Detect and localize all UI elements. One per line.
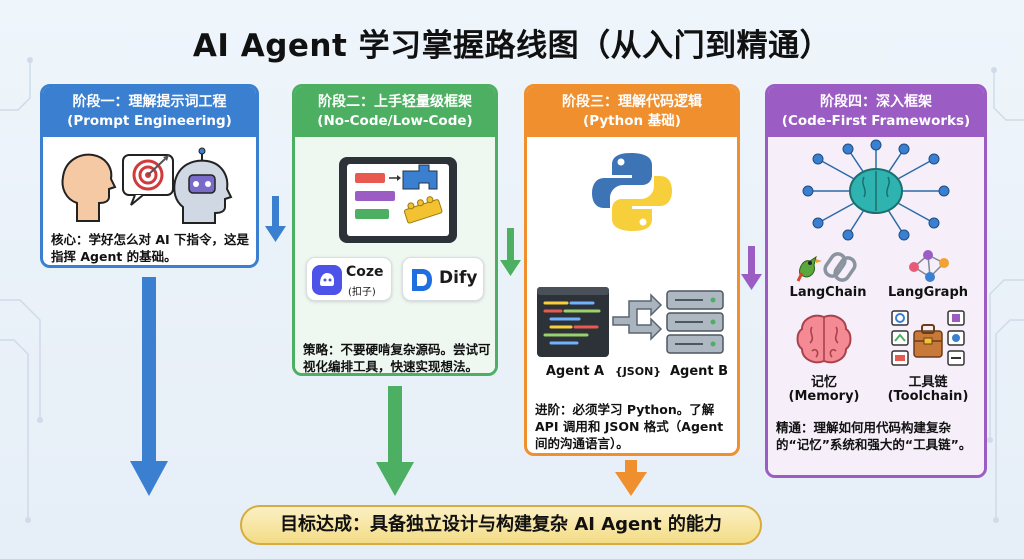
coze-logo-icon (312, 265, 342, 295)
python-logo-icon (592, 153, 672, 231)
stage-4-subheading: (Code-First Frameworks) (781, 113, 971, 129)
target-speech-bubble-icon (122, 154, 174, 206)
tablet-workflow-illustration (339, 157, 457, 243)
agent-communication-illustration (537, 287, 724, 357)
stage-4-header: 阶段四：深入框架 (Code-First Frameworks) (768, 87, 984, 137)
agent-a-label: Agent A (545, 364, 605, 379)
langchain-icon (796, 252, 857, 282)
dify-badge: Dify (402, 257, 484, 301)
agent-b-label: Agent B (669, 364, 729, 379)
memory-label: 记忆 (810, 375, 837, 390)
stage-3-card: 阶段三：理解代码逻辑 (Python 基础) (524, 84, 740, 456)
coze-badge: Coze (扣子) (306, 257, 392, 301)
stage-2-subheading: (No-Code/Low-Code) (317, 113, 473, 129)
stage-2-heading: 阶段二：上手轻量级框架 (318, 94, 472, 110)
page-title: AI Agent 学习掌握路线图（从入门到精通） (192, 28, 832, 64)
stage-1-heading: 阶段一：理解提示词工程 (72, 94, 227, 110)
memory-brain-icon (796, 314, 852, 364)
stage-2-note: 策略：不要硬啃复杂源码。尝试可视化编排工具，快速实现想法。 (303, 342, 491, 374)
stage-1-subheading: (Prompt Engineering) (67, 113, 232, 129)
json-label: {JSON} (614, 365, 662, 378)
stage-2-header: 阶段二：上手轻量级框架 (No-Code/Low-Code) (295, 87, 495, 137)
langgraph-label: LangGraph (887, 285, 969, 300)
server-stack-icon (666, 290, 724, 354)
coze-label: Coze (346, 264, 384, 280)
langgraph-icon (909, 250, 949, 282)
stage-3-heading: 阶段三：理解代码逻辑 (562, 94, 702, 110)
stage-2-card: 阶段二：上手轻量级框架 (No-Code/Low-Code) (292, 84, 498, 376)
stage-4-note: 精通：理解如何用代码构建复杂的“记忆”系统和强大的“工具链”。 (776, 420, 972, 452)
toolchain-label: 工具链 (908, 375, 948, 390)
toolchain-sublabel: (Toolchain) (887, 389, 969, 404)
data-pipe-icon (612, 293, 663, 341)
code-window-icon (537, 287, 609, 357)
brain-network-icon (802, 139, 950, 241)
human-head-icon (61, 153, 117, 222)
stage-1-header: 阶段一：理解提示词工程 (Prompt Engineering) (43, 87, 256, 137)
stage-4-card: 阶段四：深入框架 (Code-First Frameworks) (765, 84, 987, 478)
dify-label: Dify (439, 268, 478, 288)
memory-sublabel: (Memory) (788, 389, 860, 404)
toolchain-icon (891, 310, 965, 366)
stage-3-note: 进阶：必须学习 Python。了解 API 调用和 JSON 格式（Agent … (535, 402, 724, 451)
stage-1-note: 核心：学好怎么对 AI 下指令，这是指挥 Agent 的基础。 (51, 232, 250, 264)
stage-4-heading: 阶段四：深入框架 (820, 94, 932, 110)
dify-logo-icon (412, 269, 432, 291)
prompt-engineering-illustration (61, 147, 233, 224)
stage-3-subheading: (Python 基础) (583, 113, 681, 129)
goal-banner: 目标达成：具备独立设计与构建复杂 AI Agent 的能力 (240, 505, 762, 545)
stage-1-card: 阶段一：理解提示词工程 (Prompt Engineering) (40, 84, 259, 268)
robot-head-icon (173, 147, 233, 224)
langchain-label: LangChain (789, 285, 867, 300)
stage-3-header: 阶段三：理解代码逻辑 (Python 基础) (527, 87, 737, 137)
coze-sublabel: (扣子) (348, 287, 376, 298)
